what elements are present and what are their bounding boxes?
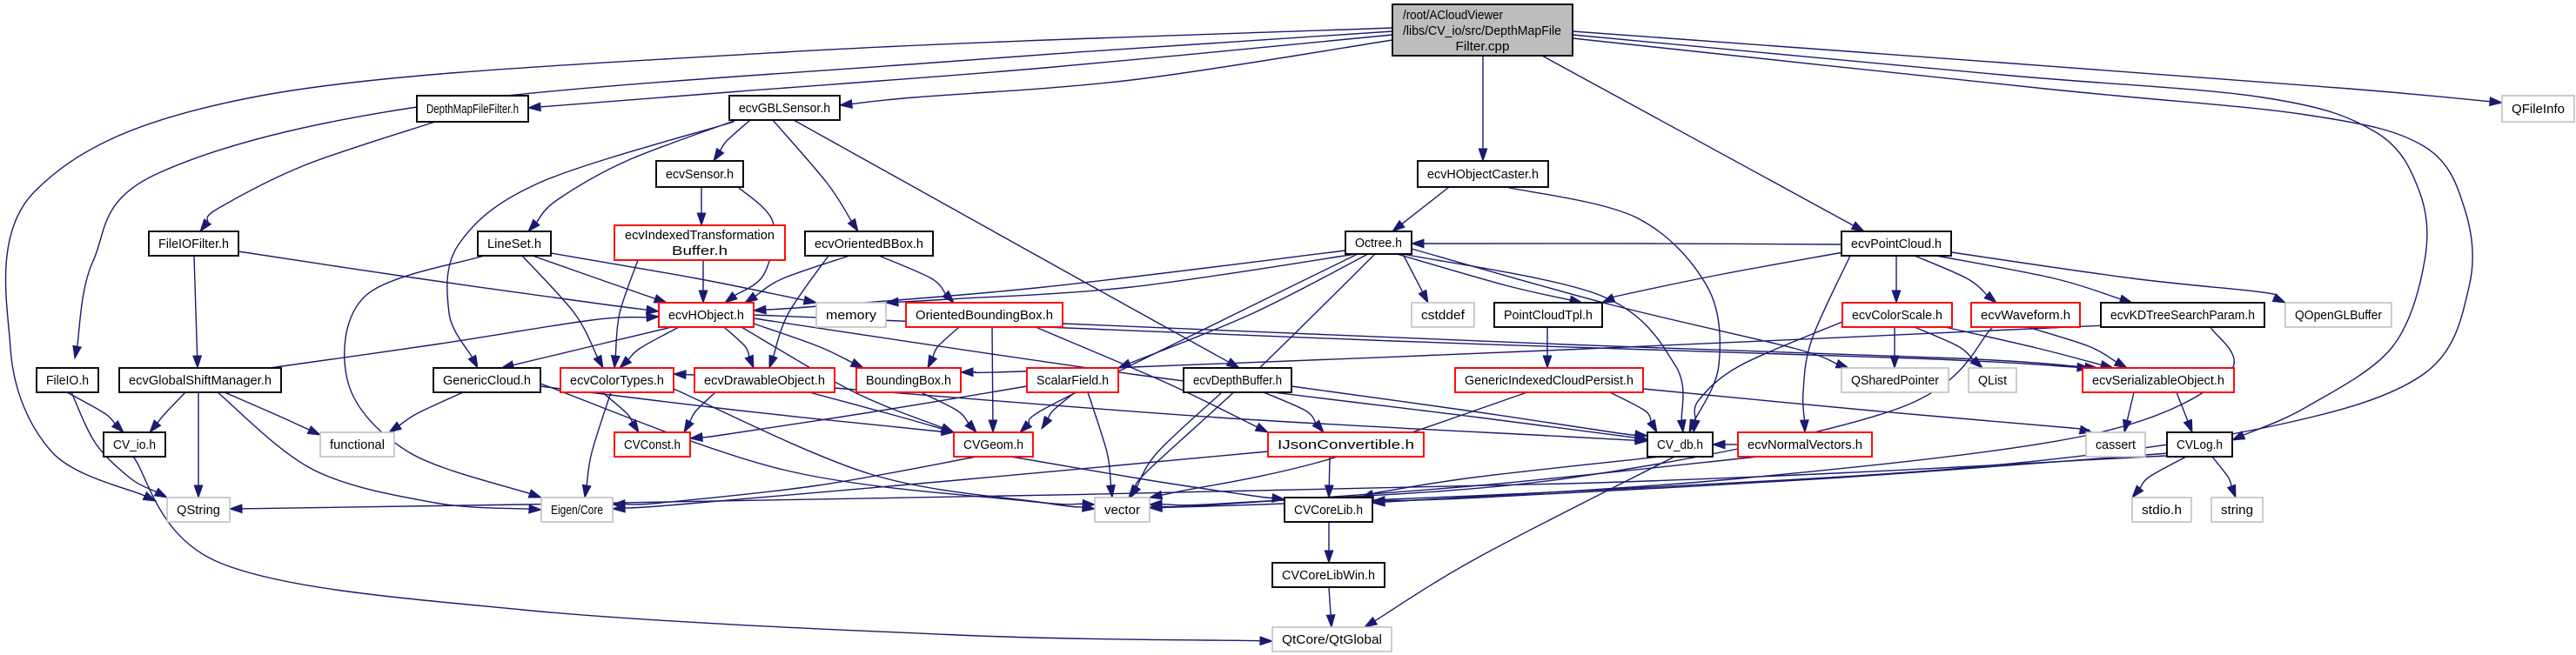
svg-text:ecvColorScale.h: ecvColorScale.h — [1852, 309, 1942, 323]
svg-text:CVCoreLibWin.h: CVCoreLibWin.h — [1282, 569, 1375, 583]
svg-text:ecvKDTreeSearchParam.h: ecvKDTreeSearchParam.h — [2110, 309, 2255, 323]
svg-text:string: string — [2221, 504, 2253, 518]
svg-text:DepthMapFileFilter.h: DepthMapFileFilter.h — [426, 103, 519, 117]
svg-text:stdio.h: stdio.h — [2142, 504, 2182, 518]
svg-text:Octree.h: Octree.h — [1355, 237, 1402, 251]
svg-text:BoundingBox.h: BoundingBox.h — [866, 374, 951, 388]
svg-text:FileIOFilter.h: FileIOFilter.h — [158, 237, 229, 251]
svg-text:Filter.cpp: Filter.cpp — [1456, 40, 1510, 54]
svg-text:QOpenGLBuffer: QOpenGLBuffer — [2295, 309, 2382, 323]
svg-text:ecvDrawableObject.h: ecvDrawableObject.h — [704, 374, 825, 388]
svg-text:CV_db.h: CV_db.h — [1657, 438, 1703, 452]
svg-text:LineSet.h: LineSet.h — [487, 237, 541, 251]
svg-text:CVConst.h: CVConst.h — [624, 438, 681, 452]
svg-text:cassert: cassert — [2096, 438, 2136, 452]
svg-text:OrientedBoundingBox.h: OrientedBoundingBox.h — [916, 309, 1053, 323]
svg-text:ecvWaveform.h: ecvWaveform.h — [1981, 309, 2070, 323]
svg-text:ScalarField.h: ScalarField.h — [1036, 374, 1109, 388]
svg-text:memory: memory — [826, 309, 877, 323]
svg-text:ecvHObject.h: ecvHObject.h — [668, 309, 744, 323]
svg-text:ecvOrientedBBox.h: ecvOrientedBBox.h — [815, 237, 923, 251]
svg-text:QSharedPointer: QSharedPointer — [1851, 374, 1939, 388]
svg-text:ecvDepthBuffer.h: ecvDepthBuffer.h — [1193, 374, 1282, 388]
svg-text:ecvIndexedTransformation: ecvIndexedTransformation — [625, 229, 775, 243]
svg-text:CV_io.h: CV_io.h — [113, 438, 156, 452]
svg-text:/libs/CV_io/src/DepthMapFile: /libs/CV_io/src/DepthMapFile — [1403, 24, 1561, 38]
svg-text:ecvNormalVectors.h: ecvNormalVectors.h — [1748, 438, 1862, 452]
svg-text:QString: QString — [177, 504, 220, 518]
svg-text:PointCloudTpl.h: PointCloudTpl.h — [1504, 309, 1593, 323]
svg-text:Buffer.h: Buffer.h — [672, 244, 728, 258]
svg-text:QFileInfo: QFileInfo — [2512, 103, 2565, 117]
svg-text:ecvSerializableObject.h: ecvSerializableObject.h — [2092, 374, 2224, 388]
svg-text:QList: QList — [1978, 374, 2007, 388]
svg-text:IJsonConvertible.h: IJsonConvertible.h — [1278, 438, 1414, 452]
svg-text:functional: functional — [330, 438, 385, 452]
svg-text:CVCoreLib.h: CVCoreLib.h — [1294, 504, 1363, 518]
svg-text:GenericCloud.h: GenericCloud.h — [443, 374, 531, 388]
svg-text:cstddef: cstddef — [1421, 309, 1465, 323]
svg-text:CVGeom.h: CVGeom.h — [963, 438, 1023, 452]
svg-text:ecvSensor.h: ecvSensor.h — [666, 168, 734, 182]
svg-text:FileIO.h: FileIO.h — [46, 374, 89, 388]
svg-text:QtCore/QtGlobal: QtCore/QtGlobal — [1282, 633, 1382, 647]
svg-text:ecvPointCloud.h: ecvPointCloud.h — [1851, 237, 1942, 251]
svg-text:ecvGBLSensor.h: ecvGBLSensor.h — [739, 102, 830, 116]
svg-text:GenericIndexedCloudPersist.h: GenericIndexedCloudPersist.h — [1465, 374, 1633, 388]
svg-text:/root/ACloudViewer: /root/ACloudViewer — [1403, 9, 1503, 23]
svg-text:ecvGlobalShiftManager.h: ecvGlobalShiftManager.h — [129, 374, 272, 388]
svg-text:vector: vector — [1104, 504, 1140, 518]
svg-text:ecvColorTypes.h: ecvColorTypes.h — [570, 374, 664, 388]
svg-text:ecvHObjectCaster.h: ecvHObjectCaster.h — [1427, 168, 1539, 182]
svg-text:CVLog.h: CVLog.h — [2177, 438, 2223, 452]
svg-text:Eigen/Core: Eigen/Core — [551, 504, 603, 518]
